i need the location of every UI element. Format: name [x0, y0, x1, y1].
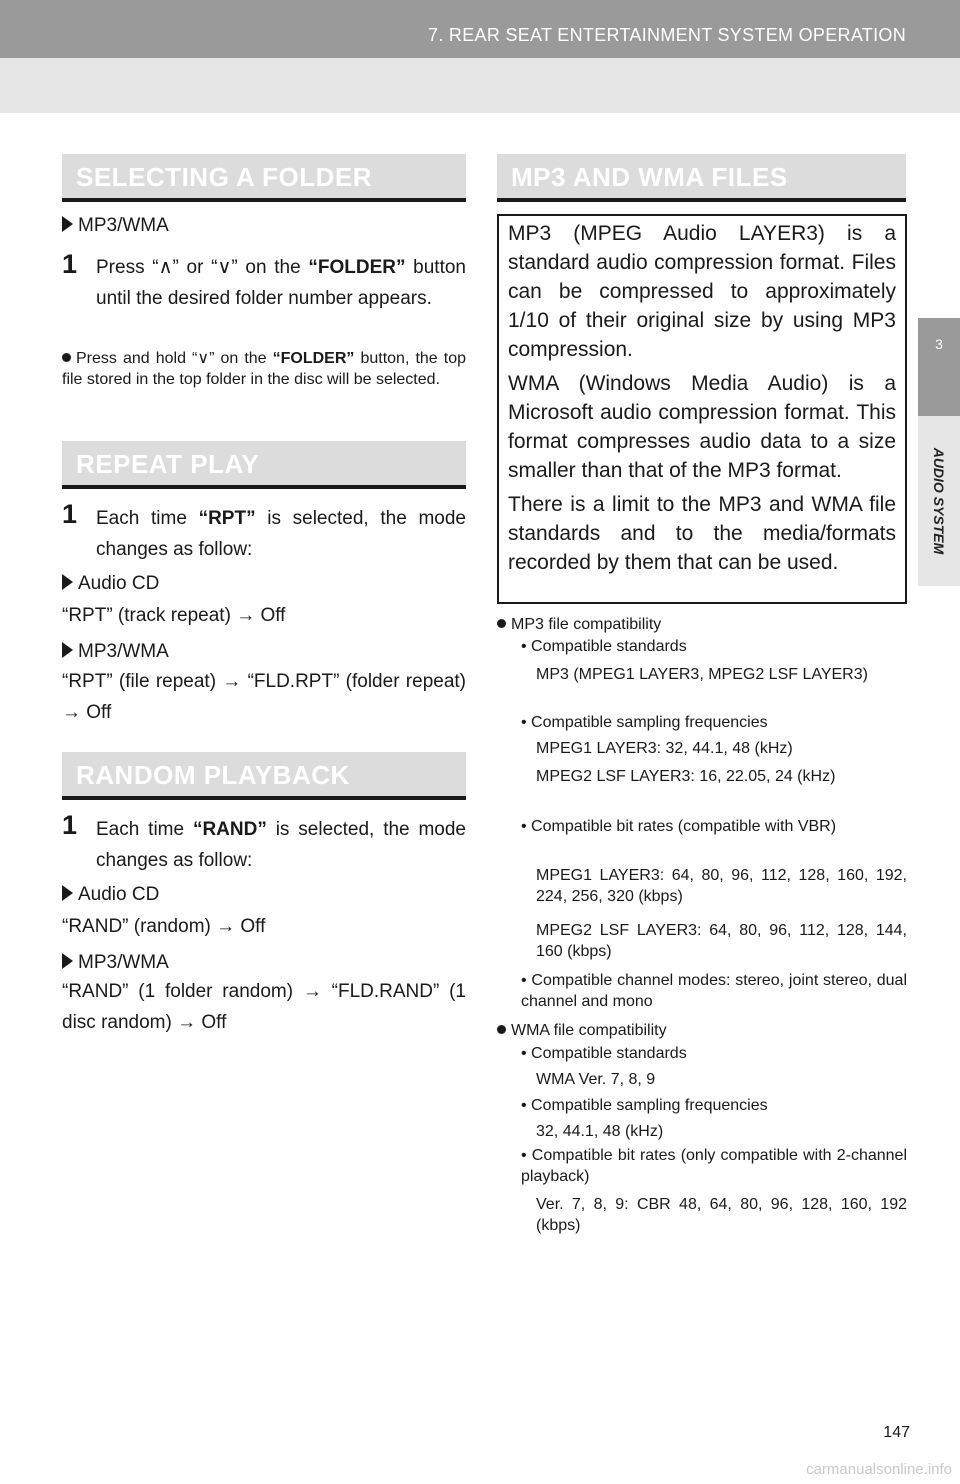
step-text: Each time: [96, 819, 193, 840]
list-value: MPEG2 LSF LAYER3: 16, 22.05, 24 (kHz): [536, 768, 836, 785]
page-number: 147: [883, 1424, 910, 1441]
bullet-dot-icon: [497, 619, 506, 628]
mode-sequence: “RPT” (file repeat) → “FLD.RPT” (folder …: [62, 671, 466, 723]
list-item: • Compatible standards: [521, 1045, 687, 1062]
step-number: 1: [62, 499, 78, 529]
section-heading-text: RANDOM PLAYBACK: [76, 760, 350, 790]
section-heading-mp3-wma-files: MP3 AND WMA FILES: [497, 154, 906, 202]
button-name: “FOLDER”: [272, 350, 355, 367]
mode-sequence: “RPT” (track repeat) → Off: [62, 605, 286, 626]
button-name: “RPT”: [198, 508, 256, 529]
list-value: WMA Ver. 7, 8, 9: [536, 1071, 656, 1088]
mode-sequence: “RAND” (random) → Off: [62, 916, 266, 937]
list-value: MPEG1 LAYER3: 32, 44.1, 48 (kHz): [536, 740, 793, 757]
list-item: • Compatible standards: [521, 638, 687, 655]
step-text: is selected, the mode changes as follow:: [96, 819, 466, 871]
header-band: [0, 58, 960, 113]
list-value: MP3 (MPEG1 LAYER3, MPEG2 LSF LAYER3): [536, 666, 868, 683]
step-number: 1: [62, 810, 78, 840]
wma-compatibility-title: WMA file compatibility: [497, 1020, 907, 1041]
subheading-audio-cd: Audio CD: [62, 568, 159, 599]
subheading-text: MP3/WMA: [78, 215, 169, 236]
triangle-bullet-icon: [62, 885, 73, 901]
button-name: “RAND”: [192, 819, 267, 840]
section-heading-random-playback: RANDOM PLAYBACK: [62, 752, 466, 800]
list-value: Ver. 7, 8, 9: CBR 48, 64, 80, 96, 128, 1…: [536, 1196, 907, 1234]
subheading-mp3-wma: MP3/WMA: [62, 210, 169, 241]
bullet-dot-icon: [497, 1025, 506, 1034]
step-text: button until the desired folder number a…: [96, 257, 466, 309]
watermark: carmanualsonline.info: [806, 1461, 952, 1478]
header-bar: 7. REAR SEAT ENTERTAINMENT SYSTEM OPERAT…: [0, 0, 960, 58]
mp3-compatibility-title: MP3 file compatibility: [497, 614, 907, 635]
list-item: • Compatible bit rates (compatible with …: [521, 818, 837, 835]
step-instruction: Each time “RAND” is selected, the mode c…: [96, 814, 466, 876]
info-paragraph: There is a limit to the MP3 and WMA file…: [508, 493, 896, 574]
list-value: MPEG2 LSF LAYER3: 64, 80, 96, 112, 128, …: [536, 922, 907, 960]
info-box: MP3 (MPEG Audio LAYER3) is a standard au…: [497, 214, 907, 604]
info-paragraph: MP3 (MPEG Audio LAYER3) is a standard au…: [508, 222, 896, 361]
mode-sequence: “RAND” (1 folder random) → “FLD.RAND” (1…: [62, 981, 466, 1033]
list-item: • Compatible sampling frequencies: [521, 714, 768, 731]
triangle-bullet-icon: [62, 216, 73, 232]
triangle-bullet-icon: [62, 642, 73, 658]
subheading-text: Audio CD: [78, 573, 160, 594]
subheading-mp3-wma: MP3/WMA: [62, 947, 169, 978]
step-number: 1: [62, 249, 78, 279]
step-instruction: Press “∧” or “∨” on the “FOLDER” button …: [96, 252, 466, 314]
step-text: Each time: [96, 508, 199, 529]
triangle-bullet-icon: [62, 574, 73, 590]
triangle-bullet-icon: [62, 953, 73, 969]
chapter-number-tab: 3: [918, 318, 960, 416]
list-item: • Compatible bit rates (only compatible …: [521, 1147, 907, 1185]
bullet-dot-icon: [62, 353, 71, 362]
subheading-text: MP3/WMA: [78, 641, 169, 662]
list-title: WMA file compatibility: [511, 1022, 667, 1039]
subheading-text: MP3/WMA: [78, 952, 169, 973]
list-value: 32, 44.1, 48 (kHz): [536, 1123, 664, 1140]
list-item: • Compatible sampling frequencies: [521, 1097, 768, 1114]
note-text: button, the top file stored in the top f…: [62, 350, 467, 388]
list-item: • Compatible channel modes: stereo, join…: [521, 972, 907, 1010]
subheading-audio-cd: Audio CD: [62, 879, 159, 910]
info-paragraph: WMA (Windows Media Audio) is a Microsoft…: [508, 372, 896, 482]
note-item: Press and hold “∨” on the “FOLDER” butto…: [62, 348, 466, 390]
step-text: Press “∧” or “∨” on the: [96, 257, 309, 278]
section-heading-selecting-folder: SELECTING A FOLDER: [62, 154, 466, 202]
section-heading-repeat-play: REPEAT PLAY: [62, 441, 466, 489]
chapter-title: 7. REAR SEAT ENTERTAINMENT SYSTEM OPERAT…: [428, 25, 906, 45]
button-name: “FOLDER”: [308, 257, 406, 278]
chapter-label: AUDIO SYSTEM: [931, 447, 947, 555]
subheading-mp3-wma: MP3/WMA: [62, 636, 169, 667]
subheading-text: Audio CD: [78, 884, 160, 905]
list-value: MPEG1 LAYER3: 64, 80, 96, 112, 128, 160,…: [536, 867, 907, 905]
step-text: is selected, the mode changes as follow:: [96, 508, 466, 560]
list-title: MP3 file compatibility: [511, 616, 662, 633]
section-heading-text: SELECTING A FOLDER: [76, 162, 372, 192]
section-heading-text: REPEAT PLAY: [76, 449, 260, 479]
section-heading-text: MP3 AND WMA FILES: [511, 162, 788, 192]
step-instruction: Each time “RPT” is selected, the mode ch…: [96, 503, 466, 565]
chapter-label-tab: AUDIO SYSTEM: [918, 416, 960, 586]
note-text: Press and hold “∨” on the: [76, 350, 273, 367]
